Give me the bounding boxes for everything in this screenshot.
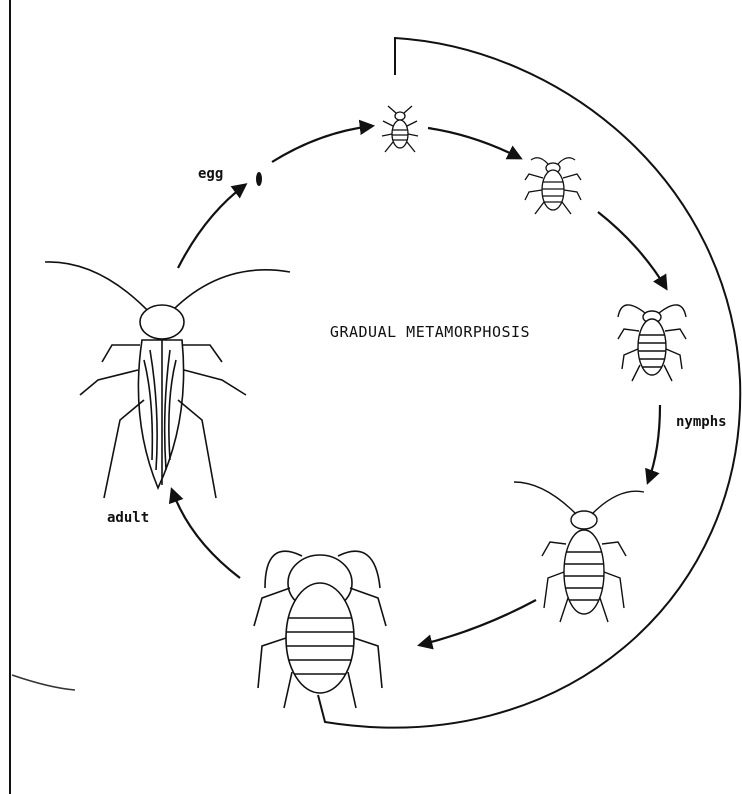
arrow-nymph2-to-nymph3 <box>598 212 666 288</box>
diagram-title: GRADUAL METAMORPHOSIS <box>330 323 530 341</box>
nymph-stage-2-icon <box>525 158 581 214</box>
egg-icon <box>256 172 262 186</box>
arrow-nymph5-to-adult <box>172 490 240 578</box>
nymph-stage-1-icon <box>382 106 418 152</box>
nymph-stage-3-icon <box>618 305 686 381</box>
arrow-nymph1-to-nymph2 <box>428 128 520 158</box>
arrow-egg-to-nymph1 <box>272 126 372 162</box>
adult-label: adult <box>107 510 149 526</box>
arrow-adult-to-egg <box>178 185 245 268</box>
outer-cycle-arc <box>318 38 740 728</box>
nymph-stage-5-icon <box>254 551 386 708</box>
adult-icon <box>45 262 290 498</box>
egg-label: egg <box>198 166 223 182</box>
arrow-nymph4-to-nymph5 <box>420 600 536 645</box>
scan-mark <box>12 675 75 690</box>
nymphs-label: nymphs <box>676 414 727 430</box>
arrow-nymph3-to-nymph4 <box>648 405 660 482</box>
